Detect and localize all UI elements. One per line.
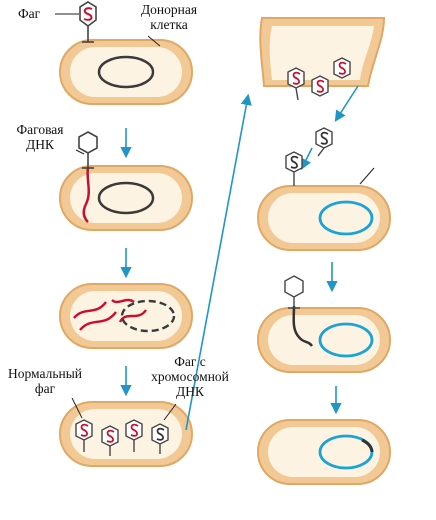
- phage-icon: [287, 67, 305, 101]
- cell-leader-line: [359, 167, 375, 185]
- arrow-icon: [300, 147, 313, 171]
- phage-dna-leader-line: [75, 149, 85, 155]
- lysed-cell: [259, 17, 386, 87]
- chrom-phage-label-line1: Фаг с: [174, 354, 206, 369]
- arrow-icon: [185, 93, 252, 431]
- chrom-phage-leader-line: [163, 403, 177, 421]
- phage-dna: [73, 301, 107, 319]
- chrom-phage-label-line2: хромосомной: [151, 369, 229, 384]
- transduced-cell: [257, 419, 391, 485]
- donor-chromosome: [97, 181, 155, 215]
- donor-cell-leader-line: [147, 35, 161, 47]
- phage-dna-label: Фаговая ДНК: [2, 122, 78, 152]
- normal-phage-label-line2: фаг: [34, 381, 56, 396]
- phage-label: Фаг: [18, 6, 41, 21]
- donor-cell-label-line2: клетка: [150, 17, 188, 32]
- phage-icon: [125, 419, 143, 452]
- normal-phage-leader-line: [71, 397, 83, 419]
- recombined-segment: [361, 438, 374, 453]
- phage-dna: [111, 298, 135, 304]
- recipient-chromosome: [318, 322, 374, 358]
- donor-cell-label-line1: Донорная: [140, 2, 198, 17]
- phage-icon: [79, 1, 97, 43]
- donor-cell: [59, 39, 193, 105]
- chromosomal-phage-label: Фаг с хромосомной ДНК: [140, 354, 240, 399]
- phage-icon: [284, 275, 304, 309]
- phage-dna-label-line1: Фаговая: [16, 122, 64, 137]
- recipient-cell: [257, 185, 391, 251]
- donor-cell-label: Донорная клетка: [134, 2, 204, 32]
- normal-phage-label-line1: Нормальный: [7, 366, 83, 381]
- arrow-icon: [334, 85, 359, 122]
- phage-icon: [285, 151, 303, 186]
- phage-icon: [333, 57, 351, 79]
- phage-icon: [151, 423, 169, 454]
- normal-phage-label: Нормальный фаг: [4, 366, 86, 396]
- phage-icon: [78, 131, 98, 169]
- infected-cell: [59, 165, 193, 231]
- phage-icon: [101, 425, 119, 456]
- fragmented-chromosome: [120, 299, 176, 333]
- phage-icon: [75, 419, 93, 452]
- phage-icon: [315, 127, 333, 157]
- recipient-cell-injected: [257, 305, 391, 373]
- replicating-cell: [59, 283, 193, 349]
- phage-icon: [311, 75, 329, 97]
- phage-dna: [82, 166, 90, 223]
- phage-dna: [79, 311, 117, 331]
- donor-dna-fragment: [292, 305, 314, 347]
- donor-chromosome: [97, 55, 155, 89]
- recipient-chromosome: [318, 200, 374, 236]
- phage-dna-label-line2: ДНК: [26, 137, 54, 152]
- chrom-phage-label-line3: ДНК: [176, 384, 204, 399]
